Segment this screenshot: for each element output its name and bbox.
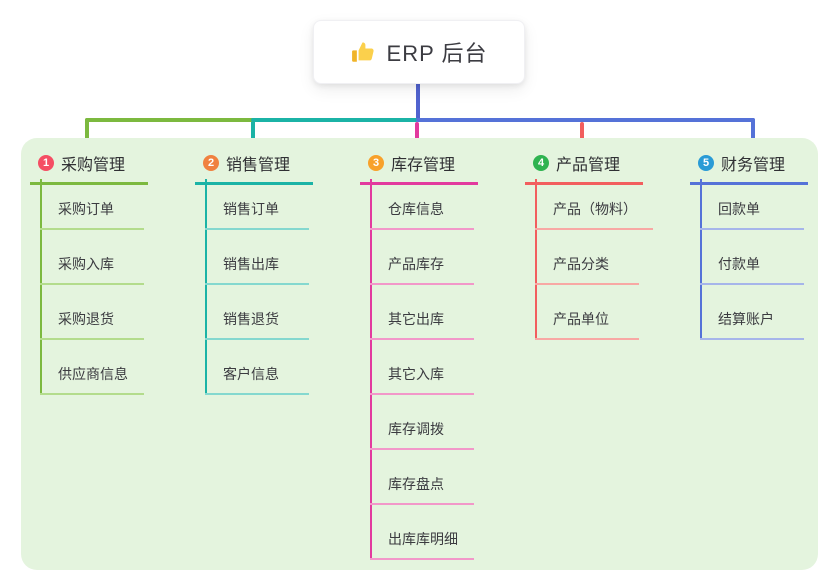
child-node-sales-return[interactable]: 销售退货 [205, 285, 309, 340]
child-node-stock-count[interactable]: 库存盘点 [370, 450, 474, 505]
child-node-product-material[interactable]: 产品（物料） [535, 175, 653, 230]
child-node-product-stock[interactable]: 产品库存 [370, 230, 474, 285]
child-node-purchase-return[interactable]: 采购退货 [40, 285, 144, 340]
branch-header-inventory[interactable]: 3 库存管理 [360, 149, 478, 185]
branch-header-sales[interactable]: 2 销售管理 [195, 149, 313, 185]
badge-number-5: 5 [698, 155, 714, 171]
child-node-sales-outbound[interactable]: 销售出库 [205, 230, 309, 285]
branch-header-product[interactable]: 4 产品管理 [525, 149, 643, 185]
branch-header-finance[interactable]: 5 财务管理 [690, 149, 808, 185]
connector-drop-finance [751, 118, 755, 150]
child-node-purchase-inbound[interactable]: 采购入库 [40, 230, 144, 285]
branch-children-product: 产品（物料） 产品分类 产品单位 [535, 175, 653, 340]
child-node-settlement-account[interactable]: 结算账户 [700, 285, 804, 340]
badge-number-3: 3 [368, 155, 384, 171]
branch-children-inventory: 仓库信息 产品库存 其它出库 其它入库 库存调拨 库存盘点 出库库明细 [370, 175, 474, 560]
connector-bus-right [416, 118, 755, 122]
branch-label: 财务管理 [721, 157, 786, 174]
child-node-other-inbound[interactable]: 其它入库 [370, 340, 474, 395]
root-node-label: ERP 后台 [386, 41, 488, 66]
branch-children-sales: 销售订单 销售出库 销售退货 客户信息 [205, 175, 309, 395]
badge-number-1: 1 [38, 155, 54, 171]
branch-label: 销售管理 [226, 157, 291, 174]
child-node-receipt-order[interactable]: 回款单 [700, 175, 804, 230]
child-node-customer-info[interactable]: 客户信息 [205, 340, 309, 395]
connector-bus-left [85, 118, 255, 122]
branch-label: 产品管理 [556, 157, 621, 174]
child-node-product-unit[interactable]: 产品单位 [535, 285, 639, 340]
connector-drop-purchase [85, 118, 89, 150]
root-node-erp[interactable]: ERP 后台 [313, 20, 525, 84]
child-node-stock-transfer[interactable]: 库存调拨 [370, 395, 474, 450]
branch-label: 采购管理 [61, 157, 126, 174]
child-node-other-outbound[interactable]: 其它出库 [370, 285, 474, 340]
connector-drop-sales [251, 118, 255, 150]
thumbs-up-icon [351, 39, 377, 65]
branch-children-finance: 回款单 付款单 结算账户 [700, 175, 804, 340]
child-node-product-category[interactable]: 产品分类 [535, 230, 639, 285]
badge-number-4: 4 [533, 155, 549, 171]
child-node-warehouse-info[interactable]: 仓库信息 [370, 175, 474, 230]
branch-label: 库存管理 [391, 157, 456, 174]
branch-header-purchase[interactable]: 1 采购管理 [30, 149, 148, 185]
connector-bus-mid [251, 118, 418, 122]
child-node-supplier-info[interactable]: 供应商信息 [40, 340, 144, 395]
child-node-sales-order[interactable]: 销售订单 [205, 175, 309, 230]
child-node-payment-order[interactable]: 付款单 [700, 230, 804, 285]
root-connector [416, 82, 420, 120]
branch-children-purchase: 采购订单 采购入库 采购退货 供应商信息 [40, 175, 144, 395]
child-node-outbound-detail[interactable]: 出库库明细 [370, 505, 474, 560]
connector-drop-product [580, 122, 584, 150]
badge-number-2: 2 [203, 155, 219, 171]
connector-drop-inventory [415, 122, 419, 150]
branches-panel [21, 138, 818, 570]
child-node-purchase-order[interactable]: 采购订单 [40, 175, 144, 230]
